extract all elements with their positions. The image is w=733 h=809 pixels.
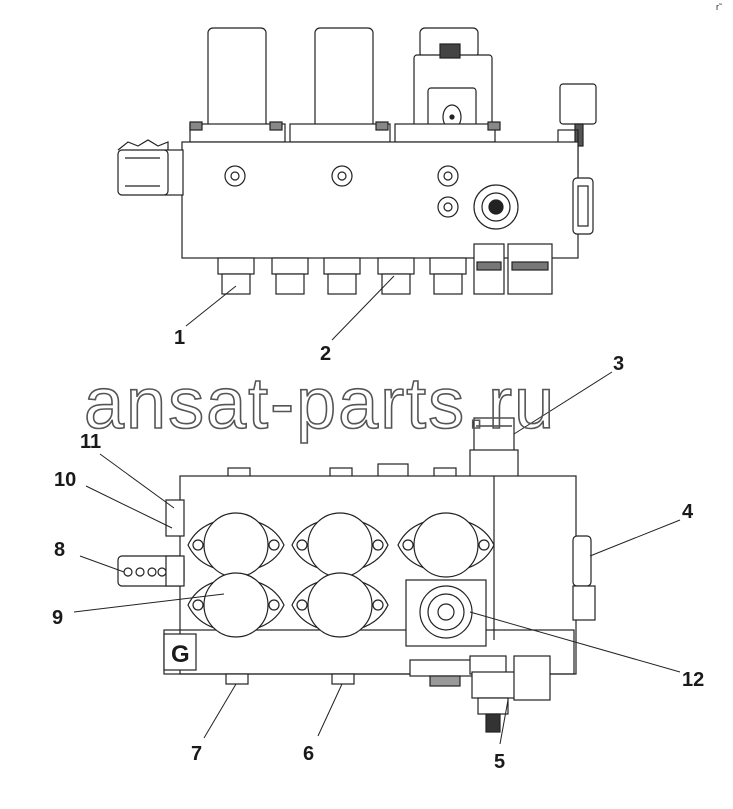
callout-5: 5 (494, 751, 505, 773)
top-valve-body (181, 141, 579, 259)
side-fitting-4 (572, 535, 592, 587)
side-plug-block (165, 499, 185, 537)
bottom-fitting-7 (225, 673, 249, 685)
callout-9: 9 (52, 607, 63, 629)
callouts: 1 2 3 4 5 6 7 8 9 10 11 12 (52, 327, 704, 773)
callout-6: 6 (303, 743, 314, 765)
watermark-text: ansat-parts.ru (84, 364, 556, 444)
callout-10: 10 (54, 469, 76, 491)
pressure-switch (559, 83, 597, 125)
leader-lines (73, 275, 681, 745)
top-port-fittings (217, 243, 553, 295)
callout-1: 1 (174, 327, 185, 349)
callout-8: 8 (54, 539, 65, 561)
flange-row-2 (187, 572, 389, 638)
callout-12: 12 (682, 669, 704, 691)
front-view-assembly (117, 417, 596, 733)
callout-7: 7 (191, 743, 202, 765)
solenoid-coil-2 (314, 27, 374, 129)
callout-11: 11 (80, 431, 101, 453)
flange-row-1 (187, 512, 495, 578)
callout-2: 2 (320, 343, 331, 365)
port-g-label: G (171, 641, 190, 668)
bottom-fitting-5 (471, 671, 517, 699)
top-fitting-3 (473, 417, 515, 453)
port-g-box (163, 633, 197, 671)
bottom-fitting-6 (331, 673, 355, 685)
top-view-assembly (117, 27, 597, 295)
callout-3: 3 (613, 353, 624, 375)
corner-mark: r˜ (716, 2, 723, 12)
solenoid-coil-1 (207, 27, 267, 129)
top-left-fitting (117, 149, 169, 196)
callout-4: 4 (682, 501, 694, 523)
